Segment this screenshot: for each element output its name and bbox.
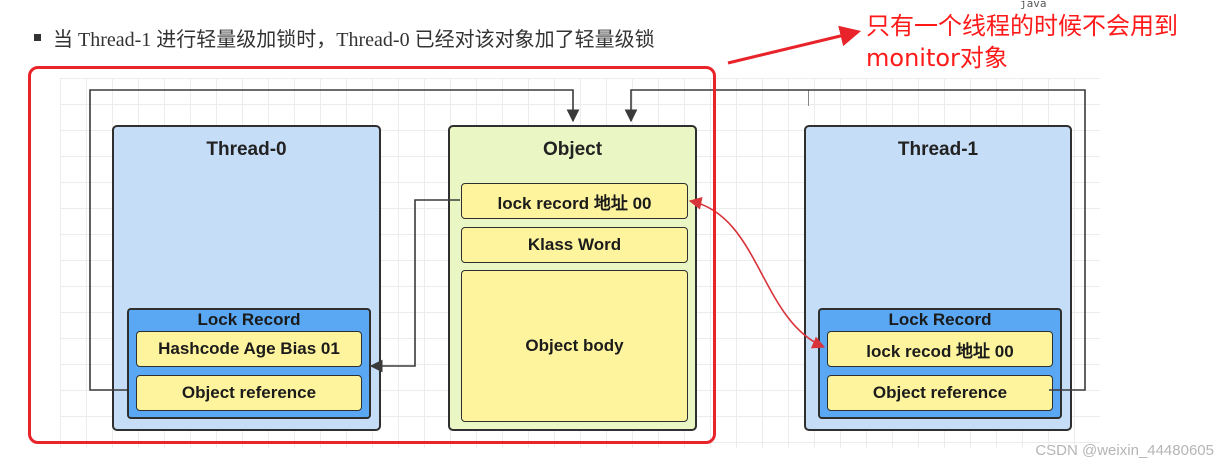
object-box: Object lock record 地址 00 Klass Word Obje… xyxy=(448,125,697,431)
thread-1-object-reference-slot: Object reference xyxy=(827,375,1053,411)
bullet-icon xyxy=(34,33,41,41)
object-body: Object body xyxy=(461,270,688,422)
object-title: Object xyxy=(542,139,603,160)
bullet-text: 当 Thread-1 进行轻量级加锁时，Thread-0 已经对该对象加了轻量级… xyxy=(53,28,655,51)
thread-0-lock-record: Lock Record Hashcode Age Bias 01 Object … xyxy=(127,308,371,419)
thread-0-object-reference-arrow xyxy=(89,89,580,391)
thread-0-box: Thread-0 Lock Record Hashcode Age Bias 0… xyxy=(112,125,381,431)
code-language-tag: java xyxy=(1020,0,1047,10)
object-header-to-lock-record-arrow xyxy=(369,199,460,373)
text-cursor-mark xyxy=(808,90,809,106)
thread-1-lock-record: Lock Record lock recod 地址 00 Object refe… xyxy=(818,308,1062,419)
thread-1-box: Thread-1 Lock Record lock recod 地址 00 Ob… xyxy=(804,125,1072,431)
handwritten-annotation: 只有一个线程的时候不会用到monitor对象 xyxy=(866,12,1178,72)
object-header-lock-record-address: lock record 地址 00 xyxy=(461,183,688,219)
bullet-line: 当 Thread-1 进行轻量级加锁时，Thread-0 已经对该对象加了轻量级… xyxy=(34,22,655,52)
thread-0-lock-record-title: Lock Record xyxy=(197,310,301,329)
thread-1-lock-record-address-slot: lock recod 地址 00 xyxy=(827,331,1053,367)
annotation-pointer-arrow xyxy=(727,25,862,65)
highlight-frame xyxy=(28,66,716,444)
object-klass-word: Klass Word xyxy=(461,227,688,263)
thread-0-title: Thread-0 xyxy=(206,139,287,160)
thread-1-title: Thread-1 xyxy=(897,139,979,160)
thread-1-lock-record-title: Lock Record xyxy=(888,310,992,329)
thread-1-object-reference-arrow xyxy=(624,89,1086,391)
thread-0-mark-word-slot: Hashcode Age Bias 01 xyxy=(136,331,362,367)
thread-0-object-reference-slot: Object reference xyxy=(136,375,362,411)
watermark: CSDN @weixin_44480605 xyxy=(1035,442,1214,459)
